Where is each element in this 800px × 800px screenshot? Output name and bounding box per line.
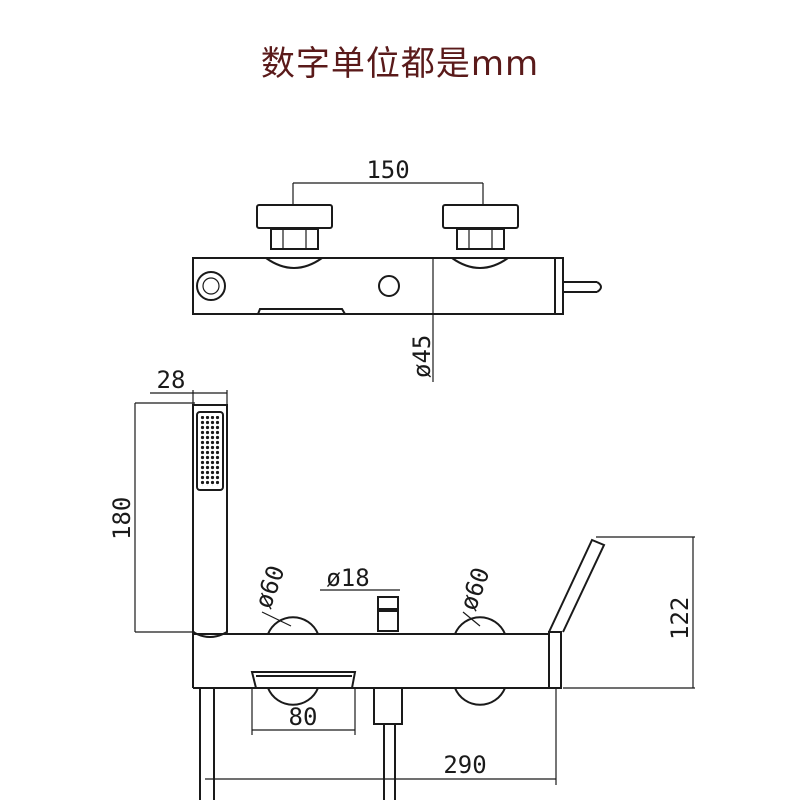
dim-150-label: 150 (366, 156, 409, 184)
dim-right-60-label: ø60 (454, 564, 495, 614)
dim-diameter-45-label: ø45 (408, 335, 436, 378)
dim-180-label: 180 (108, 497, 136, 540)
dim-28-label: 28 (157, 366, 186, 394)
dim-left-60-label: ø60 (249, 562, 290, 612)
front-view: 28 180 80 ø60 ø60 (108, 366, 695, 800)
dim-290-label: 290 (443, 751, 486, 779)
dim-18-label: ø18 (326, 564, 369, 592)
dim-122-label: 122 (666, 597, 694, 640)
dim-80-label: 80 (289, 703, 318, 731)
page-title: 数字单位都是mm (260, 44, 540, 84)
top-view: 150 ø45 (192, 156, 602, 382)
